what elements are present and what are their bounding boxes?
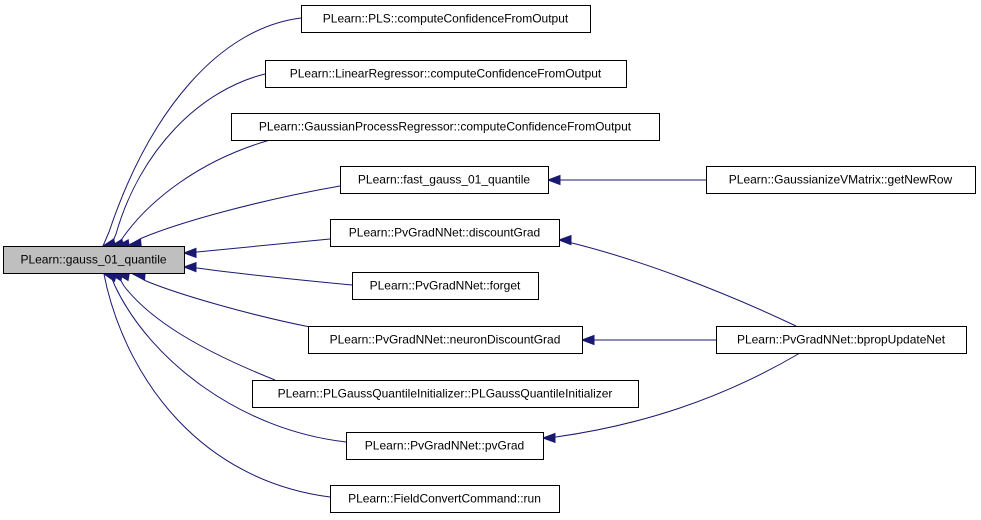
- node-label: PLearn::gauss_01_quantile: [20, 253, 166, 267]
- edge-line: [123, 285, 276, 381]
- node-box[interactable]: [231, 113, 660, 141]
- node-linreg[interactable]: PLearn::LinearRegressor::computeConfiden…: [265, 60, 627, 88]
- edge-line-end: [110, 233, 117, 247]
- arrowhead-icon: [546, 174, 561, 186]
- edge-neurondisc-to-root: [131, 269, 311, 328]
- edge-line: [123, 139, 271, 237]
- arrowhead-icon: [182, 261, 197, 273]
- edge-line: [115, 73, 266, 235]
- node-box[interactable]: [330, 485, 560, 513]
- nodes: PLearn::gauss_01_quantile PLearn::PLS::co…: [3, 5, 976, 513]
- node-neurondisc[interactable]: PLearn::PvGradNNet::neuronDiscountGrad: [308, 326, 583, 354]
- node-box[interactable]: [716, 326, 967, 354]
- edge-line: [141, 185, 341, 239]
- edge-line: [108, 17, 302, 233]
- node-box[interactable]: [308, 326, 583, 354]
- node-label: PLearn::fast_gauss_01_quantile: [358, 173, 530, 187]
- node-bprop[interactable]: PLearn::PvGradNNet::bpropUpdateNet: [716, 326, 967, 354]
- edge-line: [106, 287, 331, 498]
- edge-discgrad-to-root: [182, 238, 331, 259]
- edge-line-end: [102, 231, 110, 247]
- node-label: PLearn::GaussianizeVMatrix::getNewRow: [729, 173, 953, 187]
- edge-gpr-to-root: [115, 139, 271, 250]
- node-label: PLearn::PvGradNNet::forget: [370, 279, 521, 293]
- edge-bprop-to-pvgrad: [541, 352, 801, 444]
- arrowhead-icon: [580, 334, 595, 346]
- node-plgauss[interactable]: PLearn::PLGaussQuantileInitializer::PLGa…: [252, 380, 639, 408]
- node-gpr[interactable]: PLearn::GaussianProcessRegressor::comput…: [231, 113, 660, 141]
- node-label: PLearn::PvGradNNet::bpropUpdateNet: [737, 333, 946, 347]
- node-box[interactable]: [301, 5, 591, 33]
- node-label: PLearn::LinearRegressor::computeConfiden…: [290, 67, 602, 81]
- node-label: PLearn::PLGaussQuantileInitializer::PLGa…: [278, 387, 613, 401]
- edge-bprop-to-discgrad: [557, 234, 797, 327]
- node-box[interactable]: [3, 246, 185, 274]
- edge-line: [196, 238, 331, 253]
- node-fastgq[interactable]: PLearn::fast_gauss_01_quantile: [340, 166, 549, 194]
- edge-line: [555, 352, 801, 438]
- edge-bprop-to-neurondisc: [580, 334, 716, 346]
- node-box[interactable]: [265, 60, 627, 88]
- arrowhead-icon: [541, 432, 556, 444]
- edges: [101, 17, 801, 498]
- node-label: PLearn::GaussianProcessRegressor::comput…: [259, 120, 632, 134]
- node-box[interactable]: [352, 272, 539, 300]
- edge-plgauss-to-root: [115, 270, 276, 381]
- node-fieldrun[interactable]: PLearn::FieldConvertCommand::run: [330, 485, 560, 513]
- arrowhead-icon: [182, 247, 197, 259]
- node-box[interactable]: [346, 432, 544, 460]
- node-box[interactable]: [706, 166, 976, 194]
- edge-pvgrad-to-root: [108, 271, 347, 443]
- node-discgrad[interactable]: PLearn::PvGradNNet::discountGrad: [330, 219, 560, 247]
- node-box[interactable]: [330, 219, 560, 247]
- edge-line: [114, 285, 347, 443]
- node-root[interactable]: PLearn::gauss_01_quantile: [3, 246, 185, 274]
- node-forget[interactable]: PLearn::PvGradNNet::forget: [352, 272, 539, 300]
- node-label: PLearn::PvGradNNet::discountGrad: [349, 226, 540, 240]
- node-box[interactable]: [252, 380, 639, 408]
- node-label: PLearn::FieldConvertCommand::run: [348, 492, 541, 506]
- edge-line-end: [116, 235, 125, 247]
- edge-line: [571, 242, 797, 327]
- edge-line-end: [103, 273, 108, 289]
- edge-forget-to-root: [182, 261, 353, 286]
- node-label: PLearn::PLS::computeConfidenceFromOutput: [323, 12, 569, 26]
- node-getnewrow[interactable]: PLearn::GaussianizeVMatrix::getNewRow: [706, 166, 976, 194]
- node-label: PLearn::PvGradNNet::neuronDiscountGrad: [330, 333, 561, 347]
- edge-fastgq-to-root: [127, 185, 341, 250]
- node-pvgrad[interactable]: PLearn::PvGradNNet::pvGrad: [346, 432, 544, 460]
- edge-line: [196, 267, 353, 286]
- arrowhead-icon: [557, 234, 572, 246]
- node-pls[interactable]: PLearn::PLS::computeConfidenceFromOutput: [301, 5, 591, 33]
- node-label: PLearn::PvGradNNet::pvGrad: [365, 439, 524, 453]
- edge-line: [145, 280, 311, 328]
- node-box[interactable]: [340, 166, 549, 194]
- edge-getnewrow-to-fastgq: [546, 174, 706, 186]
